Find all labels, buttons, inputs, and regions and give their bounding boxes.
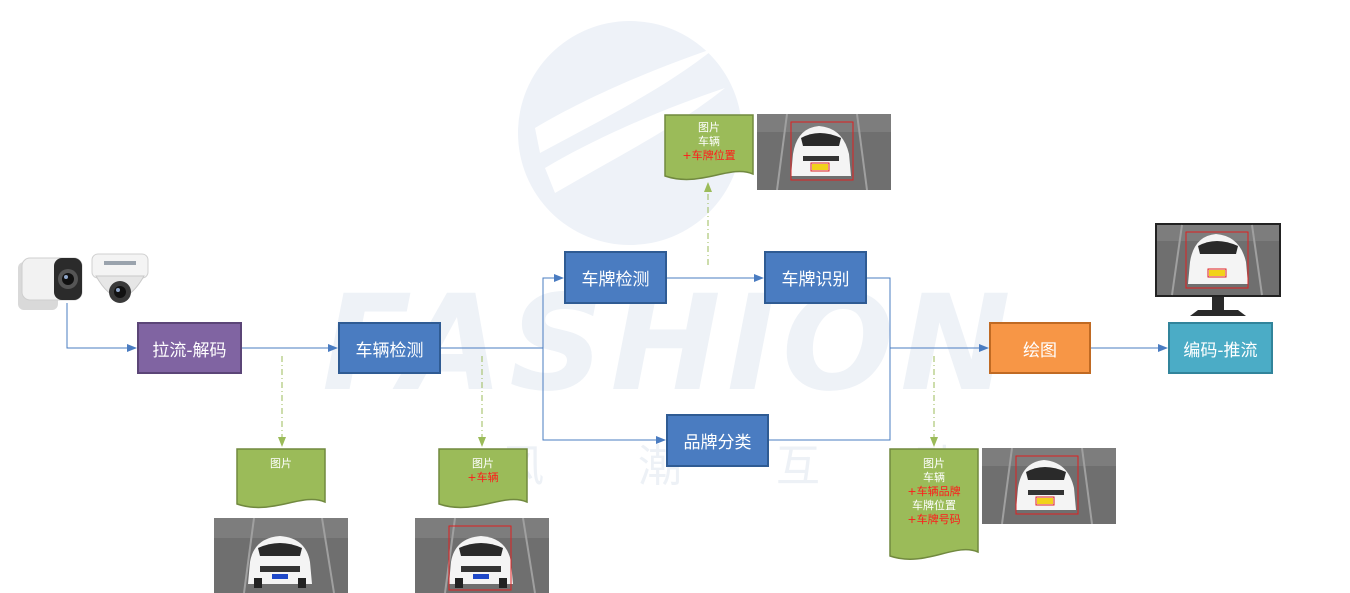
doc-after-vehicle-lines: 图片+车辆 (438, 457, 528, 485)
doc-after-decode-lines: 图片 (236, 457, 326, 471)
edge-camera-to-decode (66, 303, 137, 352)
edge-vehicle-to-plate (441, 274, 564, 349)
doc-before-draw-lines: 图片车辆+车辆品牌车牌位置+车牌号码 (889, 457, 979, 527)
doc-line: 车辆 (698, 135, 720, 148)
doc-line: +车辆品牌 (907, 485, 961, 498)
edge-brand-to-draw (769, 348, 891, 441)
doc-line: 图片 (472, 457, 494, 470)
node-brand-classify[interactable]: 品牌分类 (666, 414, 769, 467)
doc-line: +车牌位置 (682, 149, 736, 162)
car-photo-icon (757, 114, 891, 190)
edge-vehicle-to-brand (542, 348, 666, 444)
doc-line: +车牌号码 (907, 513, 961, 526)
car-photo-icon (415, 518, 549, 593)
node-encode-push[interactable]: 编码-推流 (1168, 322, 1273, 374)
dome-camera-icon (91, 253, 149, 303)
node-draw[interactable]: 绘图 (989, 322, 1091, 374)
node-plate-recognize[interactable]: 车牌识别 (764, 251, 867, 304)
node-pull-decode[interactable]: 拉流-解码 (137, 322, 242, 374)
node-vehicle-detect[interactable]: 车辆检测 (338, 322, 441, 374)
monitor-icon (1155, 223, 1281, 316)
car-photo-icon (214, 518, 348, 593)
car-photo-icon (982, 448, 1116, 524)
doc-line: +车辆 (467, 471, 499, 484)
bullet-camera-icon (18, 257, 83, 310)
doc-before-draw: 图片车辆+车辆品牌车牌位置+车牌号码 (889, 448, 979, 564)
doc-after-decode: 图片 (236, 448, 326, 512)
doc-line: 车辆 (923, 471, 945, 484)
doc-line: 图片 (270, 457, 292, 470)
doc-line: 车牌位置 (912, 499, 956, 512)
doc-line: 图片 (698, 121, 720, 134)
node-plate-detect[interactable]: 车牌检测 (564, 251, 667, 304)
doc-line: 图片 (923, 457, 945, 470)
doc-after-vehicle: 图片+车辆 (438, 448, 528, 512)
doc-after-plate-lines: 图片车辆+车牌位置 (664, 121, 754, 163)
doc-after-plate: 图片车辆+车牌位置 (664, 114, 754, 184)
edge-recognize-to-draw (867, 277, 989, 352)
